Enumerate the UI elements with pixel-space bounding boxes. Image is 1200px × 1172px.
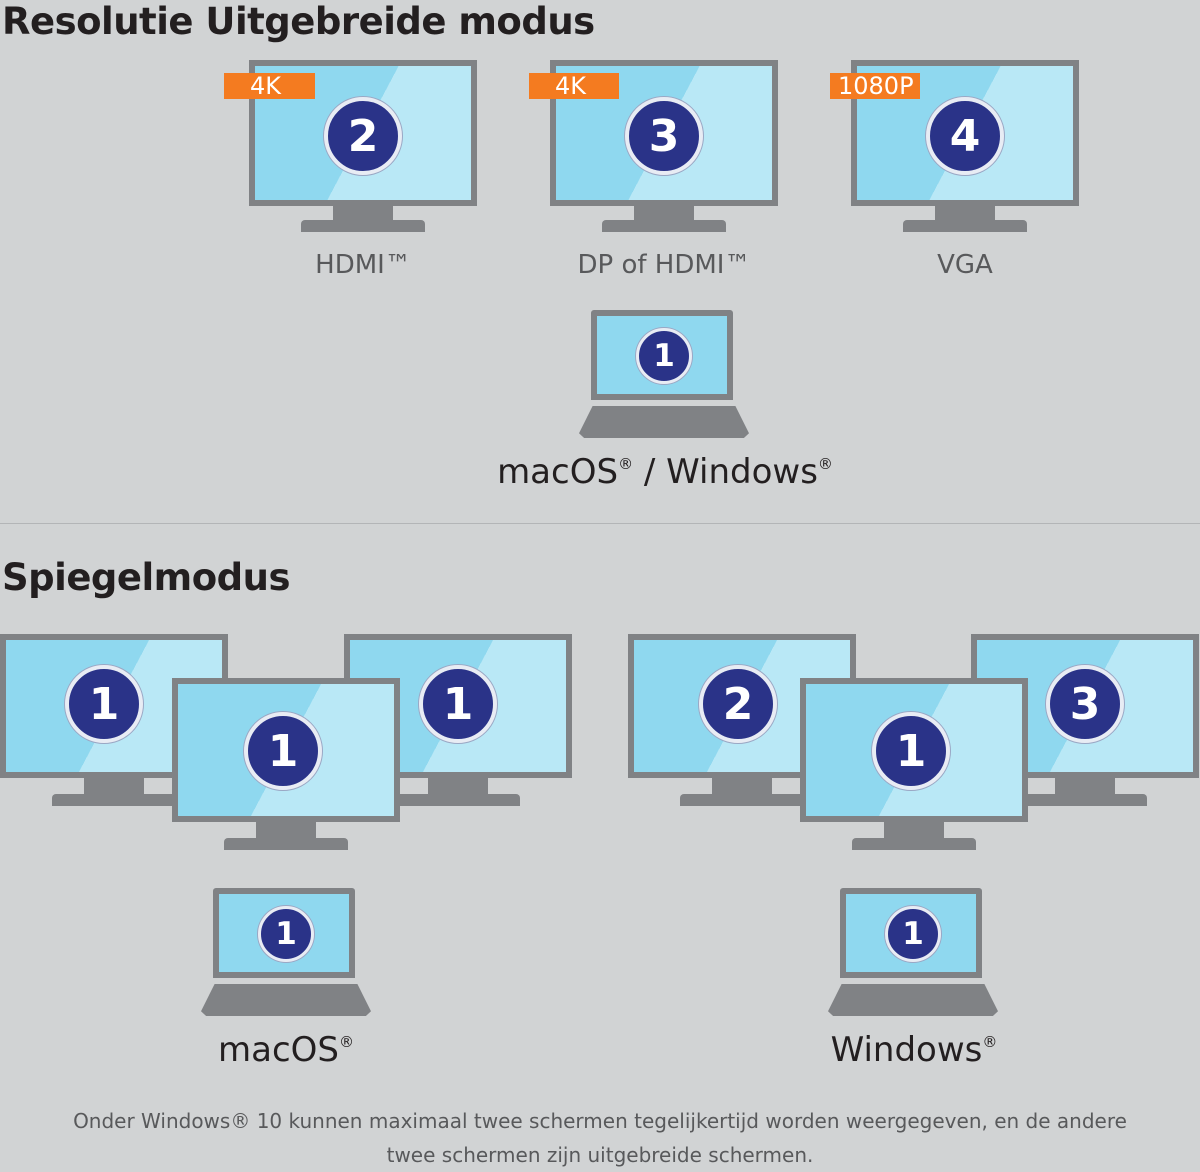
- registered-mark: ®: [817, 455, 833, 473]
- laptop-icon: 1: [201, 888, 371, 1018]
- registered-mark: ®: [339, 1033, 354, 1051]
- os-label: macOS® / Windows®: [460, 452, 870, 492]
- os-mac: macOS: [497, 452, 619, 492]
- port-label: VGA: [937, 250, 993, 280]
- display-number-badge: 4: [926, 97, 1004, 175]
- registered-mark: ®: [982, 1033, 998, 1051]
- port-label: DP of HDMI™: [577, 250, 751, 280]
- resolution-tag: 1080P: [830, 73, 920, 99]
- resolution-tag: 4K: [529, 73, 619, 99]
- footnote-line-2: twee schermen zijn uitgebreide schermen.: [386, 1143, 814, 1167]
- display-number-badge: 2: [699, 665, 777, 743]
- os-win: Windows: [830, 1030, 983, 1070]
- display-number-badge: 3: [625, 97, 703, 175]
- footnote: Onder Windows® 10 kunnen maximaal twee s…: [0, 1104, 1200, 1172]
- section-divider: [0, 523, 1200, 524]
- footnote-line-1: Onder Windows® 10 kunnen maximaal twee s…: [73, 1109, 1127, 1133]
- display-number-badge: 1: [65, 665, 143, 743]
- mirror-mode-title: Spiegelmodus: [2, 556, 291, 599]
- monitor-icon: 1: [172, 678, 400, 850]
- display-number-badge: 1: [419, 665, 497, 743]
- os-separator: /: [633, 452, 667, 492]
- os-label-macos: macOS®: [136, 1030, 436, 1070]
- laptop-icon: 1: [579, 310, 749, 440]
- os-mac: macOS: [218, 1030, 339, 1070]
- laptop-number-badge: 1: [258, 906, 314, 962]
- laptop-number-badge: 1: [885, 906, 941, 962]
- monitor-icon: 1: [800, 678, 1028, 850]
- os-label-windows: Windows®: [764, 1030, 1064, 1070]
- laptop-number-badge: 1: [636, 328, 692, 384]
- display-number-badge: 1: [872, 712, 950, 790]
- os-win: Windows: [666, 452, 818, 492]
- port-label: HDMI™: [315, 250, 411, 280]
- display-number-badge: 3: [1046, 665, 1124, 743]
- display-number-badge: 1: [244, 712, 322, 790]
- extended-mode-title: Resolutie Uitgebreide modus: [2, 0, 595, 43]
- laptop-icon: 1: [828, 888, 998, 1018]
- monitor-icon: 3: [550, 60, 778, 233]
- monitor-icon: 2: [249, 60, 477, 233]
- registered-mark: ®: [618, 455, 634, 473]
- display-number-badge: 2: [324, 97, 402, 175]
- resolution-tag: 4K: [224, 73, 315, 99]
